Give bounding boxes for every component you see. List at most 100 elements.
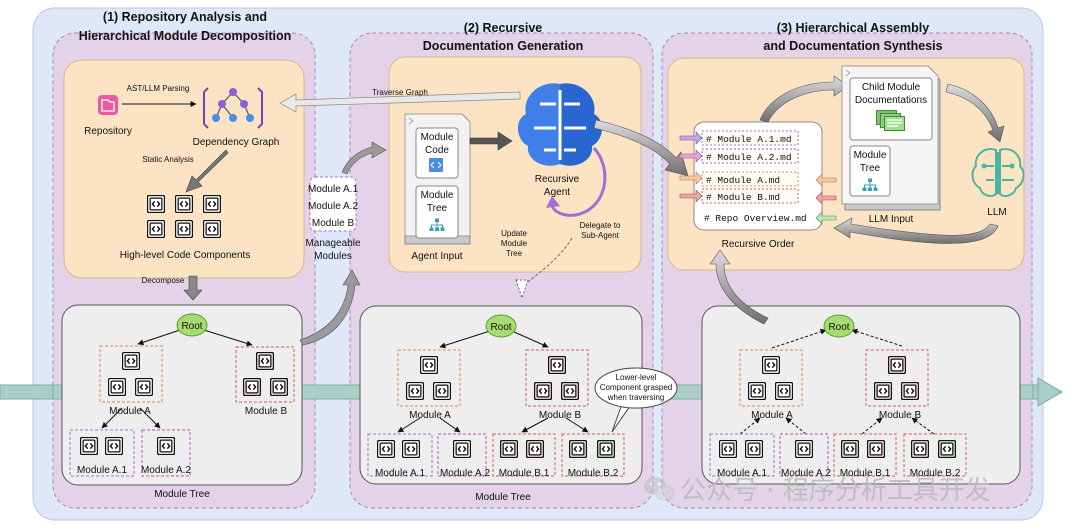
recursive-agent-line2: Agent	[544, 187, 570, 198]
traverse-graph-label: Traverse Graph	[372, 88, 428, 97]
llm-label: LLM	[987, 207, 1006, 218]
stage-1-module-b-box	[235, 346, 295, 403]
stage-3-module-b1-label: Module B.1	[840, 468, 891, 479]
lower-level-callout	[594, 367, 678, 433]
stage-1-tree-edges	[101, 329, 253, 429]
module-code-line2: Code	[425, 145, 449, 156]
llm-to-docs-arrow	[833, 217, 999, 244]
stage-2-title-line1: (2) Recursive	[464, 21, 543, 35]
stage-3-tree-edges	[739, 328, 935, 435]
stage-3-root-node	[823, 314, 855, 338]
doc-entry-arrows	[679, 131, 837, 225]
high-level-components-label: High-level Code Components	[120, 250, 251, 261]
stage-2-tree-caption: Module Tree	[475, 492, 531, 503]
stage-1-module-a-box	[99, 345, 163, 403]
stage-3-root-label: Root	[828, 322, 849, 333]
stage-3-module-a1-label: Module A.1	[717, 468, 767, 479]
doc-module-b: # Module B.md	[706, 192, 780, 203]
stage-2-module-a1-box	[367, 433, 433, 477]
update-tree-arrow	[527, 237, 573, 283]
doc-repo-overview: # Repo Overview.md	[704, 213, 807, 224]
agent-module-tree-card	[415, 185, 459, 239]
recursive-order-label: Recursive Order	[722, 239, 795, 250]
stage-2-module-b-box	[525, 349, 589, 407]
stage-2-tree-edges	[397, 330, 589, 433]
stage-1-title-line1: (1) Repository Analysis and	[103, 10, 267, 24]
stage-2-module-a2-label: Module A.2	[440, 468, 490, 479]
stage-1-root-node	[176, 313, 208, 337]
llm-module-tree-line2: Tree	[860, 163, 881, 174]
to-manageable-arrow	[299, 269, 361, 346]
stage-3-module-a-label: Module A	[751, 410, 793, 421]
stage-1-module-b-label: Module B	[245, 406, 288, 417]
module-code-card	[415, 127, 459, 179]
update-line3: Tree	[506, 249, 523, 258]
recursive-agent-line1: Recursive	[535, 174, 580, 185]
decompose-arrow	[183, 275, 203, 301]
child-docs-icon	[876, 110, 906, 132]
manageable-label-line1: Manageable	[305, 238, 360, 249]
to-agent-arrow	[469, 131, 513, 151]
stage-2-title-line2: Documentation Generation	[423, 39, 583, 53]
watermark-text: 公众号 · 程序分析工具开发	[680, 476, 991, 506]
stage-2-root-node	[485, 314, 517, 338]
manageable-label-line2: Modules	[314, 251, 352, 262]
traverse-graph-arrow	[279, 91, 521, 113]
callout-line3: when traversing	[607, 393, 664, 402]
llm-module-tree-card	[849, 145, 891, 197]
agent-to-docs-arrow	[593, 119, 689, 177]
callout-line2: Component grasped	[600, 383, 673, 392]
stage-2-module-a-box	[397, 349, 461, 407]
ast-parsing-label: AST/LLM Parsing	[127, 84, 190, 93]
module-code-line1: Module	[421, 132, 454, 143]
stage-2-module-a1-label: Module A.1	[375, 468, 425, 479]
stage-1-module-a-label: Module A	[109, 406, 151, 417]
stage-1-module-a1-box	[69, 429, 135, 477]
stage-1-module-a1-label: Module A.1	[77, 465, 127, 476]
stage-1-title-line2: Hierarchical Module Decomposition	[79, 29, 292, 43]
decompose-label: Decompose	[142, 276, 185, 285]
stage-3-title-line1: (3) Hierarchical Assembly	[777, 21, 929, 35]
stage-2-module-b-label: Module B	[539, 410, 582, 421]
manageable-item-a2: Module A.2	[308, 201, 358, 212]
doc-module-a: # Module A.md	[706, 175, 780, 186]
to-agent-input-arrow	[341, 141, 387, 175]
stage-3-module-a1-box	[709, 433, 775, 477]
stage-2-root-label: Root	[490, 322, 511, 333]
update-line2: Module	[501, 239, 528, 248]
dependency-graph-label: Dependency Graph	[193, 137, 280, 148]
tree-to-docs-arrow	[709, 249, 769, 325]
delegate-line1: Delegate to	[580, 221, 621, 230]
doc-list	[701, 130, 799, 204]
stage-2-module-b2-box	[561, 433, 625, 477]
llm-input-label: LLM Input	[869, 214, 914, 225]
manageable-item-b: Module B	[312, 218, 355, 229]
callout-line1: Lower-level	[616, 373, 657, 382]
static-analysis-arrow	[185, 149, 229, 193]
llm-brain-icon	[971, 148, 1025, 197]
doc-module-a2: # Module A.2.md	[706, 152, 792, 163]
agent-module-tree-line1: Module	[421, 190, 454, 201]
stage-2-module-b1-label: Module B.1	[499, 468, 550, 479]
doc-module-a1: # Module A.1.md	[706, 134, 792, 145]
static-analysis-label: Static Analysis	[142, 155, 194, 164]
update-line1: Update	[501, 229, 527, 238]
input-to-llm-arrow	[945, 83, 1005, 143]
stage-3-module-a-box	[739, 349, 803, 407]
stage-2-module-a-label: Module A	[409, 410, 451, 421]
stage-3-module-a2-label: Module A.2	[781, 468, 831, 479]
wechat-logo-icon	[644, 477, 675, 501]
stage-1-module-a2-box	[141, 429, 191, 477]
stage-1-root-label: Root	[181, 321, 202, 332]
stage-1-analysis-panel	[63, 59, 305, 279]
stage-3-title-line2: and Documentation Synthesis	[763, 39, 942, 53]
stage-3-module-b2-label: Module B.2	[910, 468, 961, 479]
repository-icon	[98, 95, 118, 115]
stage-1-tree-caption: Module Tree	[154, 489, 210, 500]
manageable-modules-box	[309, 176, 357, 232]
code-file-icon	[429, 158, 443, 172]
child-docs-line2: Documentations	[855, 95, 927, 106]
delegate-line2: Sub-Agent	[581, 231, 620, 240]
dependency-graph-icon	[203, 87, 263, 129]
